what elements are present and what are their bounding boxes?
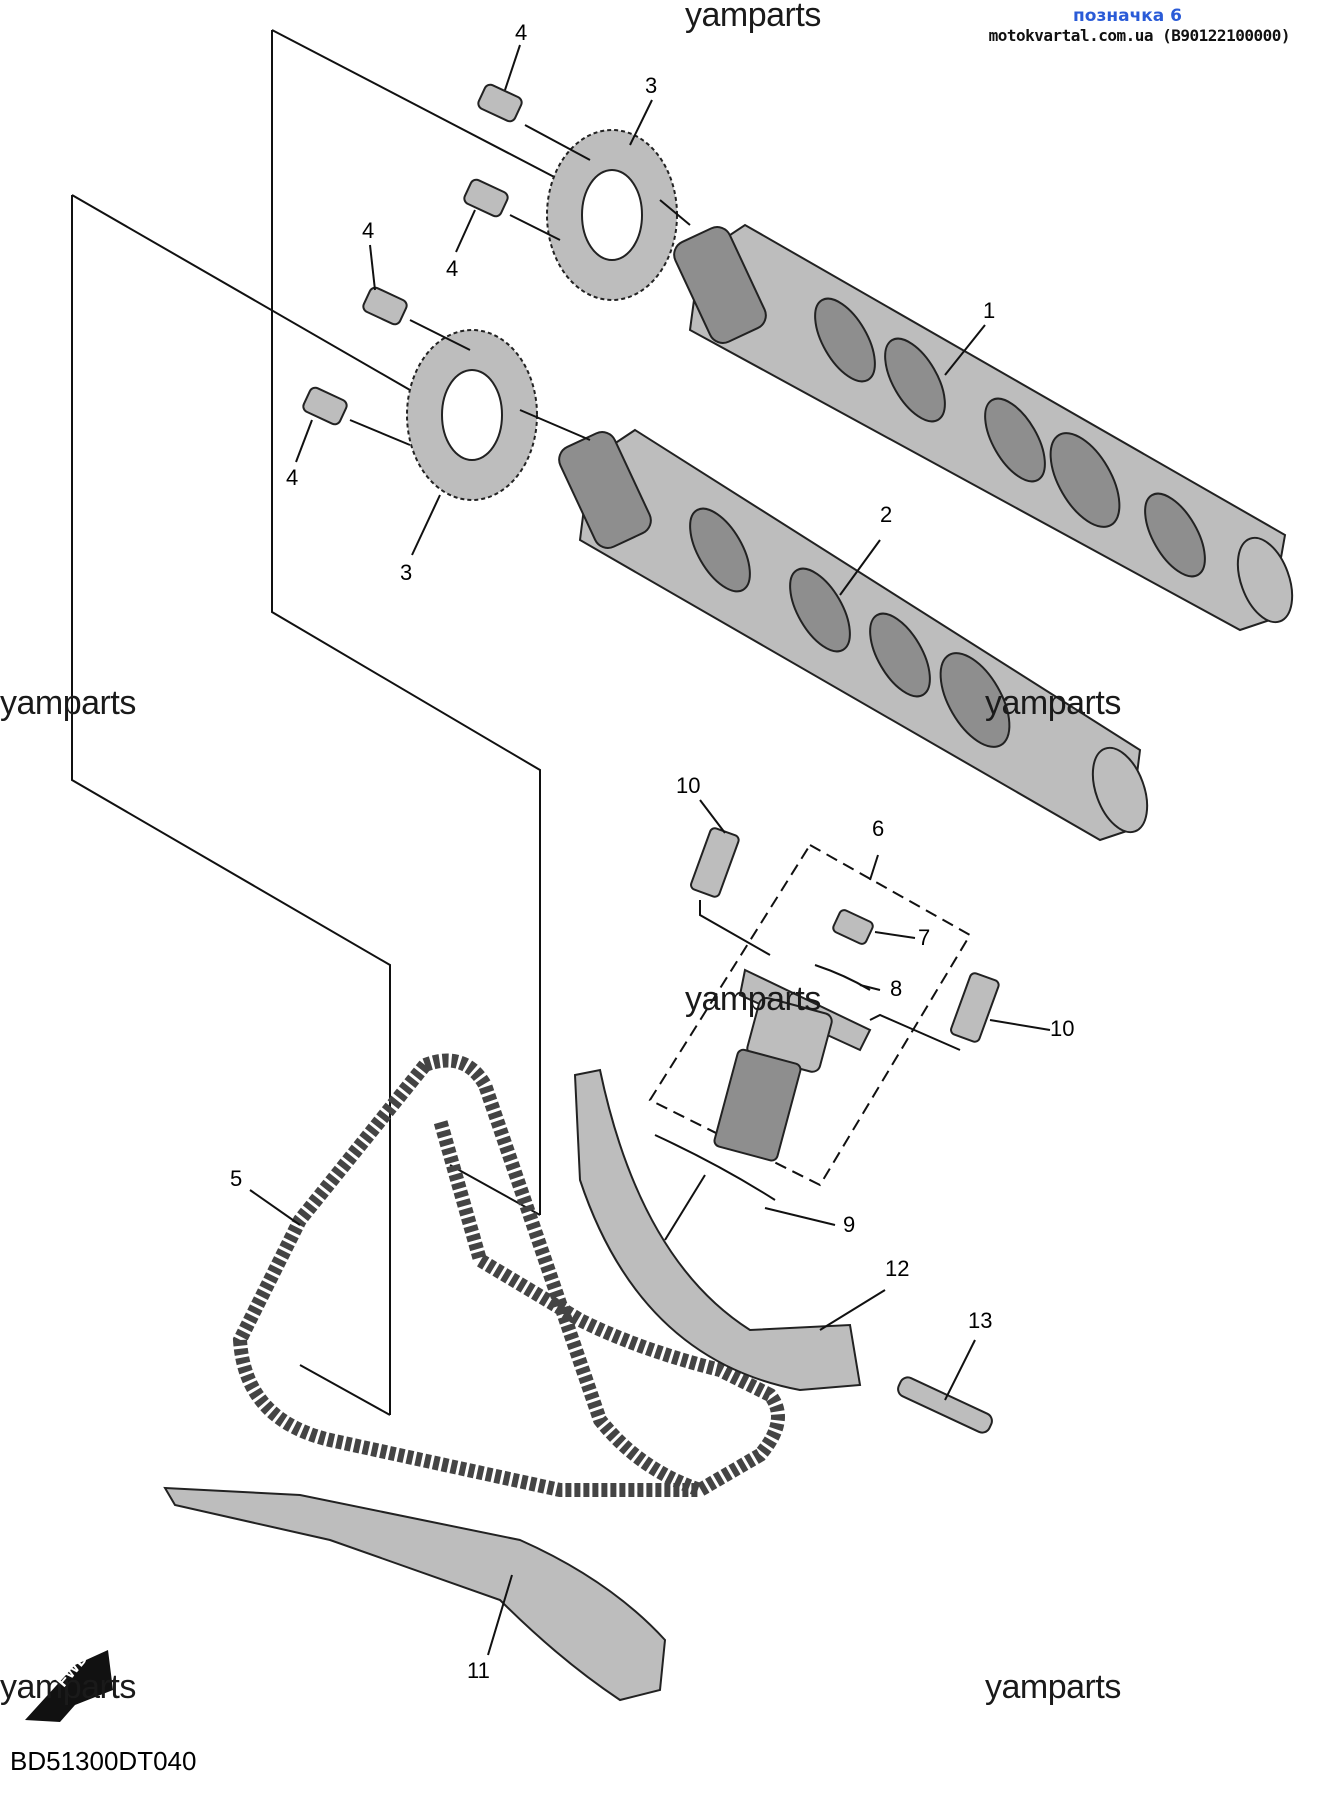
cam-sprocket-upper xyxy=(546,129,678,301)
bolt-leader-a xyxy=(524,124,591,161)
tensioner-gasket-8 xyxy=(814,964,871,991)
gasket-9 xyxy=(654,1134,776,1201)
leader-9b xyxy=(664,1174,706,1241)
leader-4a xyxy=(504,44,521,91)
guide-pin-13 xyxy=(897,1376,993,1434)
fwd-arrow-icon xyxy=(25,1650,113,1722)
callout-4-top: 4 xyxy=(515,20,528,45)
callout-2: 2 xyxy=(880,502,893,527)
bolt-leader-b xyxy=(509,214,561,241)
assembly-frame-lower-top xyxy=(71,194,411,391)
reference-title: позначка 6 xyxy=(1073,6,1182,26)
leader-11 xyxy=(487,1574,513,1656)
leader-7 xyxy=(874,931,916,939)
sprocket-bolt-a xyxy=(477,83,523,123)
watermark: yamparts xyxy=(685,980,821,1018)
callout-4-mid: 4 xyxy=(446,256,459,281)
watermark: yamparts xyxy=(0,1668,136,1706)
leader-10a xyxy=(699,799,726,834)
reference-source: motokvartal.com.ua (B90122100000) xyxy=(988,26,1291,45)
leader-3b xyxy=(411,494,441,556)
callout-4-left: 4 xyxy=(362,218,375,243)
watermark: yamparts xyxy=(685,0,821,34)
callout-12: 12 xyxy=(885,1256,910,1281)
leader-10b xyxy=(989,1019,1051,1031)
camshaft-lower xyxy=(558,428,1149,842)
leader-6 xyxy=(869,854,879,881)
tensioner-bolt-10-right xyxy=(950,972,1000,1043)
callout-3-lower: 3 xyxy=(400,560,413,585)
bolt-leader-d xyxy=(349,419,411,446)
leader-5 xyxy=(249,1189,301,1226)
callout-8: 8 xyxy=(890,976,903,1001)
assembly-frame-lower xyxy=(71,195,391,1415)
watermark: yamparts xyxy=(985,1668,1121,1706)
callout-1: 1 xyxy=(983,298,996,323)
watermark: yamparts xyxy=(0,684,136,722)
leader-4b xyxy=(455,209,476,253)
leader-12 xyxy=(819,1289,886,1331)
callout-3-upper: 3 xyxy=(645,73,658,98)
camshaft-upper xyxy=(673,223,1294,632)
callout-5: 5 xyxy=(230,1166,243,1191)
bolt-leader-c xyxy=(409,319,471,351)
bolt10-right-leader xyxy=(869,1013,961,1051)
sprocket-bolt-b xyxy=(463,178,509,218)
leader-2 xyxy=(839,539,881,596)
watermark: yamparts xyxy=(985,684,1121,722)
callout-9: 9 xyxy=(843,1212,856,1237)
sprocket-bolt-c xyxy=(362,286,408,326)
tensioner-bolt-7 xyxy=(832,909,874,945)
leader-4c xyxy=(369,244,376,291)
timing-chain xyxy=(422,1053,785,1498)
chain-guide-11 xyxy=(163,1486,667,1702)
leader-1 xyxy=(944,324,986,376)
callout-10-upper: 10 xyxy=(676,773,701,798)
bolt10-left-leader xyxy=(699,900,771,956)
assembly-frame-upper-top xyxy=(271,29,561,181)
assembly-frame-upper xyxy=(271,30,541,1215)
reference-badge: позначка 6 motokvartal.com.ua (B90122100… xyxy=(988,6,1291,45)
leader-9 xyxy=(764,1207,836,1226)
leader-4d xyxy=(295,419,313,463)
callout-11: 11 xyxy=(467,1658,490,1683)
tensioner-body xyxy=(713,968,872,1162)
sprocket-leader-lower xyxy=(519,409,591,441)
tensioner-assembly-box xyxy=(648,843,972,1187)
leader-13 xyxy=(944,1339,976,1401)
callout-6: 6 xyxy=(872,816,885,841)
diagram-code: BD51300DT040 xyxy=(10,1746,197,1776)
sprocket-leader-upper xyxy=(659,199,691,226)
callout-10-lower: 10 xyxy=(1050,1016,1075,1041)
leader-3a xyxy=(629,99,653,146)
chain-guide-12 xyxy=(573,1068,862,1392)
callout-7: 7 xyxy=(918,925,931,950)
leader-8 xyxy=(859,984,881,991)
tensioner-bolt-10-left xyxy=(690,827,740,898)
chain-reference-line-b xyxy=(299,1364,391,1416)
callout-13: 13 xyxy=(968,1308,993,1333)
cam-sprocket-lower xyxy=(406,329,538,501)
sprocket-bolt-d xyxy=(302,386,348,426)
callout-4-bottom: 4 xyxy=(286,465,299,490)
